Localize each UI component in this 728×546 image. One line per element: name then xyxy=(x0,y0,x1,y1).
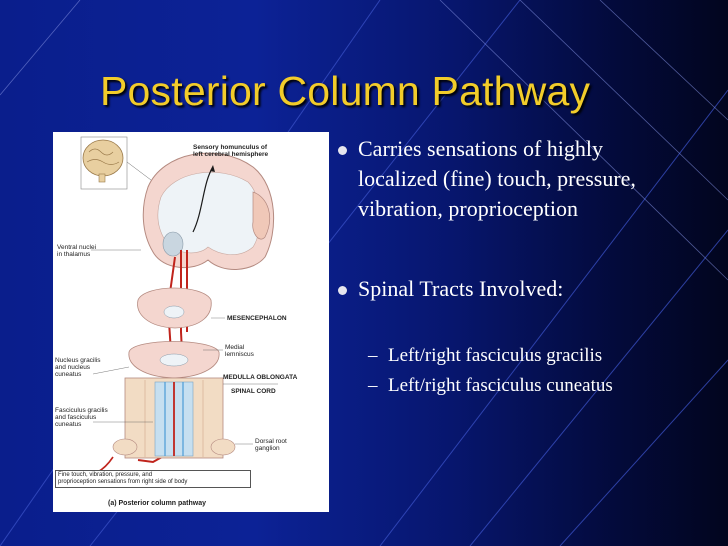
bullet-dot-icon xyxy=(338,286,347,295)
panel-caption: (a) Posterior column pathway xyxy=(108,500,207,507)
sub-bullet-text: Left/right fasciculus gracilis xyxy=(388,345,603,366)
brain-icon xyxy=(80,136,152,190)
cerebrum-section xyxy=(142,152,275,270)
label-spinal-cord: SPINAL CORD xyxy=(231,388,276,395)
label-mesencephalon: MESENCEPHALON xyxy=(227,315,287,322)
bullet-text: localized (fine) touch, pressure, xyxy=(358,166,636,191)
bullet-text: Carries sensations of highly xyxy=(358,136,604,161)
dash-icon: – xyxy=(368,375,378,396)
spinal-cord xyxy=(82,377,236,476)
pathway-illustration xyxy=(80,136,278,476)
mesencephalon xyxy=(137,287,225,329)
sub-bullet-text: Left/right fasciculus cuneatus xyxy=(388,375,613,396)
bullet-dot-icon xyxy=(338,146,347,155)
label-medulla: MEDULLA OBLONGATA xyxy=(223,374,298,381)
slide-title: Posterior Column Pathway xyxy=(100,68,591,114)
bullet-text: Spinal Tracts Involved: xyxy=(358,276,564,301)
dash-icon: – xyxy=(368,345,378,366)
medulla-oblongata xyxy=(128,341,220,379)
bullet-text: vibration, proprioception xyxy=(358,196,578,221)
